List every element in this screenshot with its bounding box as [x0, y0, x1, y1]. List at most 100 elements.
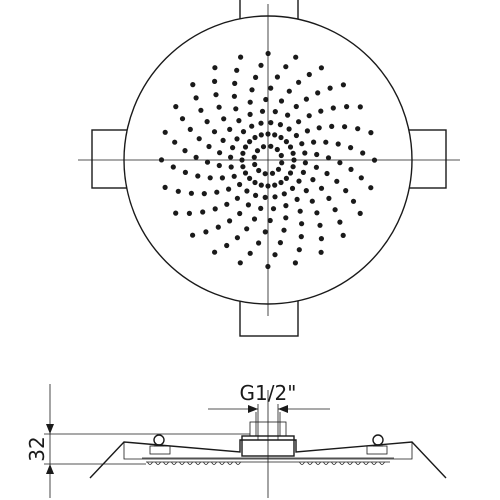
nozzle-hole [329, 123, 335, 129]
side-nozzle [179, 461, 185, 465]
nozzle-hole [256, 167, 262, 174]
nozzle-hole [274, 74, 280, 80]
plan-view [78, 0, 460, 337]
nozzle-hole [244, 226, 250, 232]
nozzle-hole [196, 136, 202, 142]
nozzle-hole [272, 194, 278, 200]
nozzle-holes [158, 50, 378, 270]
side-nozzle [299, 461, 305, 465]
nozzle-hole [297, 208, 303, 214]
nozzle-hole [215, 224, 221, 230]
nozzle-hole [302, 160, 308, 166]
nozzle-hole [318, 249, 324, 255]
nozzle-hole [278, 98, 285, 104]
nozzle-hole [287, 170, 294, 176]
nozzle-hole [193, 95, 199, 101]
nozzle-hole [274, 146, 280, 153]
side-nozzle [227, 461, 233, 465]
nozzle-hole [368, 130, 374, 136]
nozzle-hole [316, 125, 322, 131]
nozzle-hole [275, 166, 282, 172]
nozzle-hole [258, 205, 264, 211]
nozzle-hole [260, 144, 267, 150]
nozzle-hole [334, 178, 340, 184]
nozzle-hole [201, 191, 207, 197]
nozzle-hole [162, 129, 168, 135]
nozzle-hole [265, 50, 271, 57]
nozzle-hole [175, 188, 181, 194]
nozzle-hole [289, 185, 296, 191]
nozzle-hole [249, 87, 255, 93]
side-connector-nut [249, 421, 287, 437]
nozzle-hole [290, 164, 296, 170]
nozzle-hole [296, 178, 302, 184]
nozzle-hole [252, 161, 258, 168]
nozzle-hole [330, 105, 336, 111]
nozzle-hole [214, 189, 220, 195]
nozzle-hole [296, 79, 302, 85]
nozzle-hole [358, 175, 364, 181]
nozzle-hole [272, 252, 278, 258]
nozzle-hole [231, 173, 237, 179]
side-nozzle [355, 461, 361, 465]
nozzle-hole [277, 122, 283, 128]
nozzle-hole [247, 175, 253, 181]
nozzle-hole [265, 183, 271, 189]
nozzle-hole [228, 164, 234, 170]
nozzle-hole [186, 210, 192, 216]
nozzle-hole [272, 109, 278, 115]
nozzle-hole [173, 210, 179, 216]
nozzle-hole [228, 154, 234, 160]
nozzle-hole [187, 126, 193, 132]
nozzle-hole [251, 154, 257, 160]
nozzle-hole [303, 96, 309, 102]
nozzle-hole [304, 128, 310, 134]
side-nozzle [235, 461, 241, 465]
nozzle-hole [265, 263, 271, 270]
nozzle-hole [230, 145, 236, 151]
nozzle-hole [240, 129, 247, 135]
side-nozzle [163, 461, 169, 465]
nozzle-hole [182, 148, 188, 154]
nozzle-hole [237, 260, 243, 266]
nozzle-hole [237, 210, 243, 217]
nozzle-hole [278, 179, 284, 186]
nozzle-hole [357, 210, 363, 216]
nozzle-hole [296, 247, 302, 253]
nozzle-hole [281, 191, 287, 197]
thread-dimension-label: G1/2" [240, 381, 297, 405]
side-nozzle [371, 461, 377, 465]
thread-dimension: G1/2" [208, 381, 330, 440]
side-nozzle [339, 461, 345, 465]
nozzle-hole [207, 175, 213, 181]
nozzle-hole [302, 150, 308, 156]
nozzle-hole [247, 139, 253, 145]
nozzle-hole [213, 92, 219, 98]
side-nozzle [211, 461, 217, 465]
side-nozzle [307, 461, 313, 465]
nozzle-hole [193, 154, 199, 160]
nozzle-hole [318, 108, 324, 114]
nozzle-hole [253, 192, 259, 198]
nozzle-hole [344, 104, 350, 110]
nozzle-hole [272, 132, 278, 138]
side-nozzle [323, 461, 329, 465]
nozzle-hole [268, 120, 274, 126]
side-nozzle [147, 461, 153, 465]
nozzle-hole [313, 164, 319, 170]
nozzle-hole [306, 113, 312, 119]
nozzle-hole [283, 175, 289, 181]
nozzle-hole [270, 206, 277, 212]
nozzle-hole [234, 136, 240, 142]
nozzle-hole [212, 249, 218, 255]
side-nozzle [155, 461, 161, 465]
nozzle-hole [234, 235, 240, 241]
side-clip-right [366, 434, 388, 455]
nozzle-hole [290, 150, 296, 156]
nozzle-hole [212, 65, 218, 71]
nozzle-hole [190, 232, 196, 238]
nozzle-hole [231, 93, 237, 99]
nozzle-hole [293, 54, 299, 60]
nozzle-hole [327, 85, 333, 91]
nozzle-hole [263, 96, 269, 103]
